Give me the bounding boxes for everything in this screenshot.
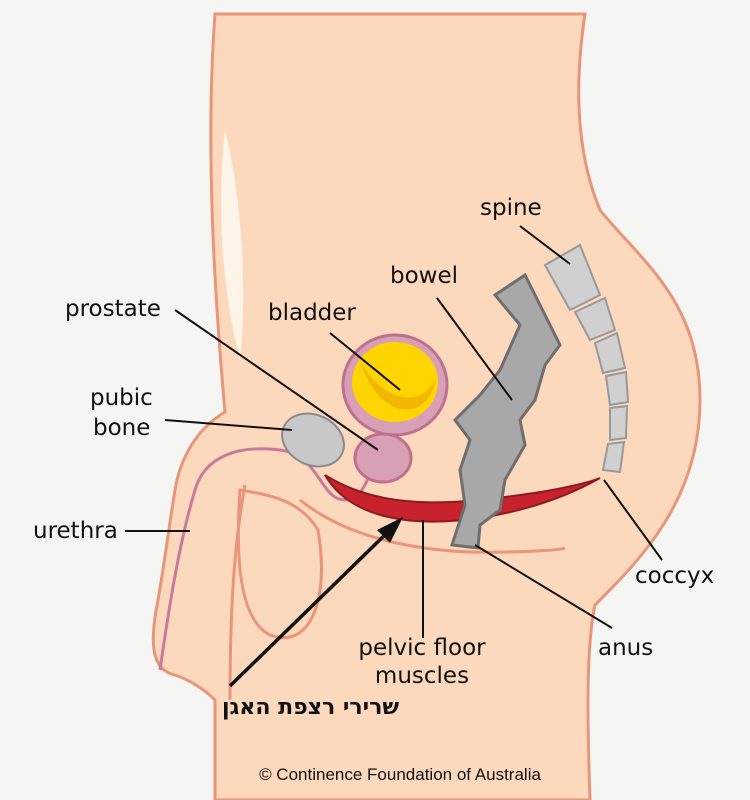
pubic-bone-pointer [164,419,293,431]
bowel [450,272,562,550]
bladder-pointer [329,332,401,391]
bowel-pointer [436,297,513,401]
label-pelvic-floor-line2: muscles [375,663,469,689]
label-prostate: prostate [65,296,161,322]
spine-vertebrae [543,243,630,474]
prostate [353,432,413,484]
copyright-notice: © Continence Foundation of Australia [259,765,541,784]
label-anus: anus [598,635,653,661]
bladder-shade [360,360,435,410]
body-highlight [220,130,244,360]
anus-pointer [474,544,613,629]
pubic-bone [281,412,345,468]
label-bladder: bladder [268,300,356,326]
label-bowel: bowel [390,263,458,289]
spine-pointer [519,225,571,265]
label-pubic-bone-line2: bone [93,415,150,441]
penis-inner-line [228,484,247,701]
pelvic-floor-muscle [324,474,601,523]
coccyx-pointer [603,479,663,561]
hebrew-arrow-shaft [228,526,394,688]
arrow-head-icon [377,517,403,543]
label-urethra: urethra [33,518,118,544]
perineum-line [299,498,566,554]
label-hebrew-pelvic-floor: שרירי רצפת האגן [222,695,399,720]
label-spine: spine [480,195,542,221]
prostate-pointer [174,309,379,451]
scrotum [236,488,323,639]
label-pubic-bone-line1: pubic [90,385,153,411]
bladder-urine [352,342,438,422]
label-coccyx: coccyx [635,563,714,589]
label-pelvic-floor-line1: pelvic floor [358,635,486,661]
